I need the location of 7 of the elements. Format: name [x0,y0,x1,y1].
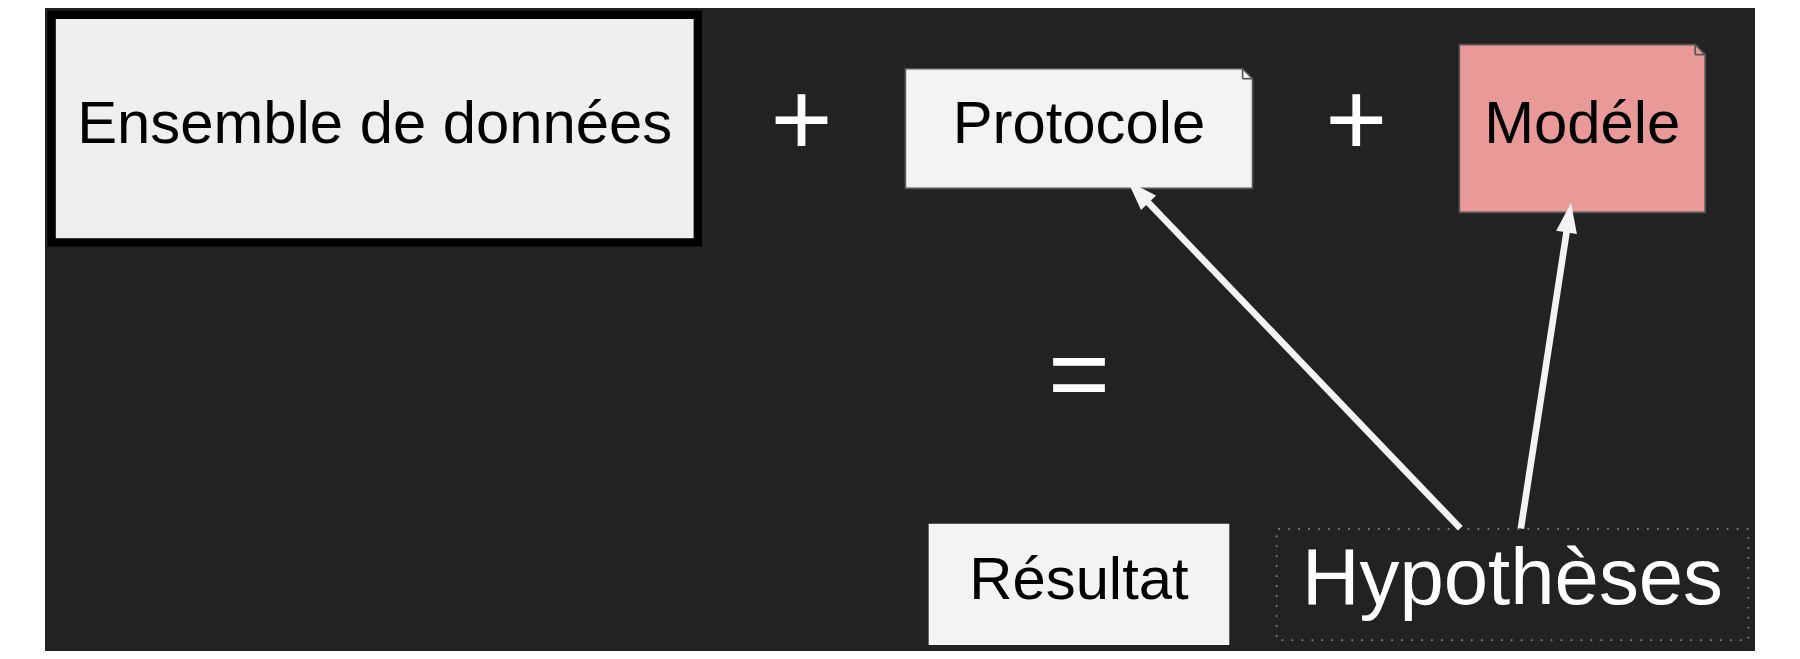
label: + [1325,59,1388,179]
arrow [1517,202,1577,530]
node-box: Ensemble de données [47,10,702,247]
label: + [770,59,833,179]
label: = [1047,314,1111,434]
node-box: Résultat [928,523,1230,646]
node-box: Hypothèses [1275,528,1750,641]
